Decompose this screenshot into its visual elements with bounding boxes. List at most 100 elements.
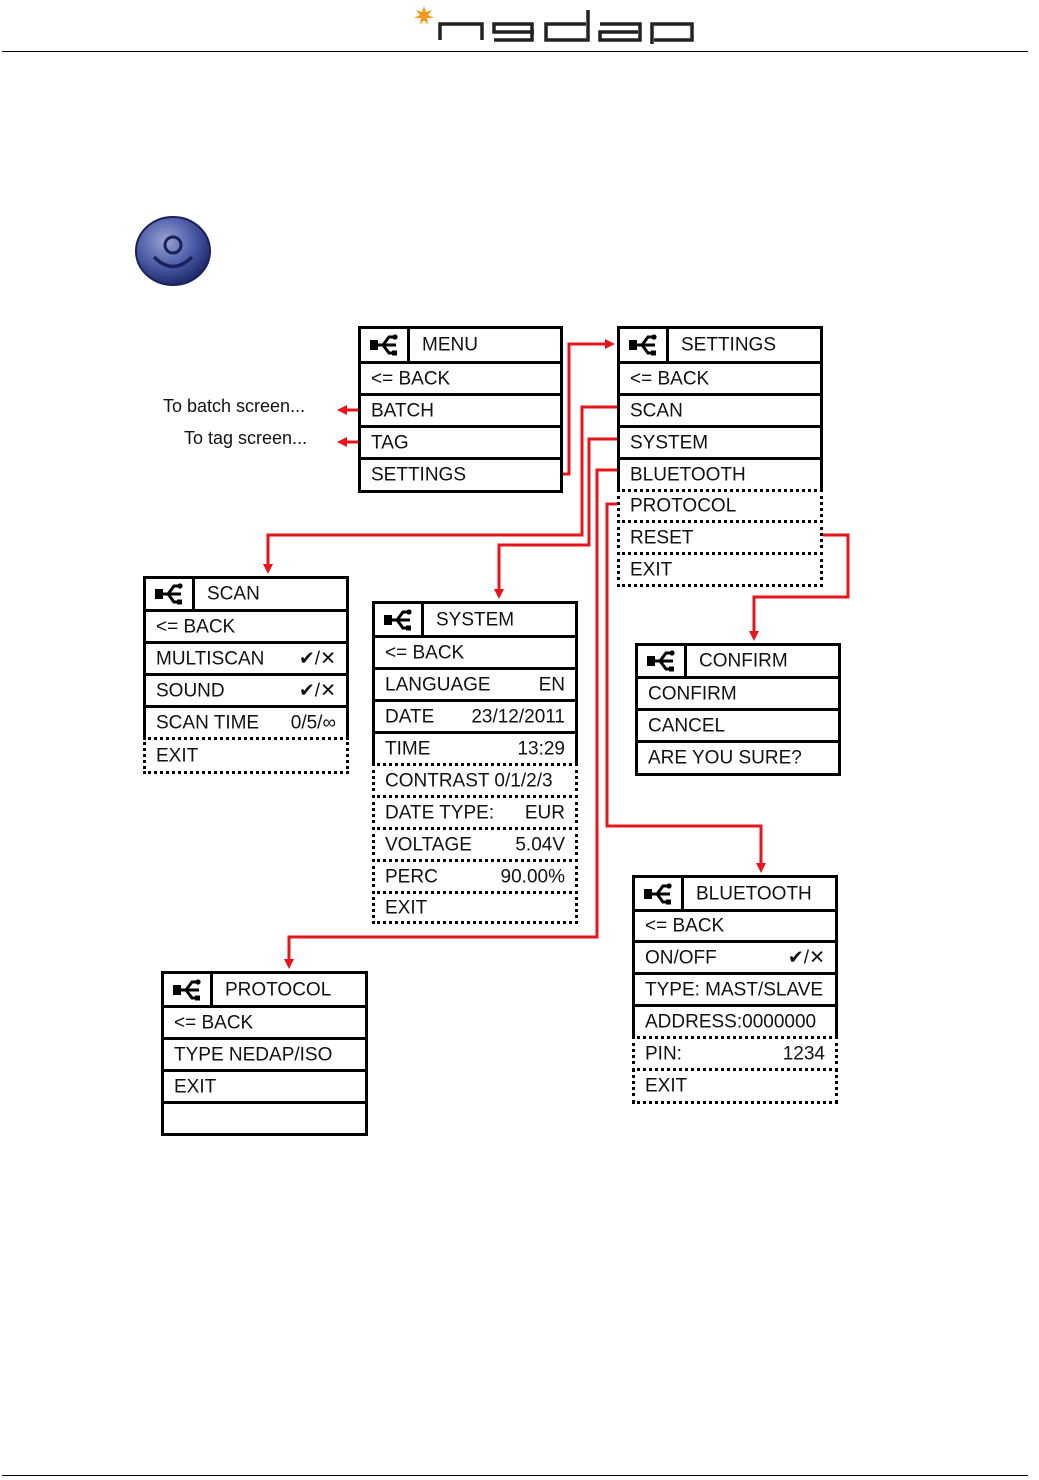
- system-menu-item[interactable]: <= BACK: [372, 635, 578, 670]
- menu-item-label: VOLTAGE: [385, 834, 472, 855]
- nedap-logo: nedap: [410, 2, 700, 46]
- usb-trident-icon: [638, 646, 687, 676]
- menu-menu-item[interactable]: SETTINGS: [358, 457, 563, 493]
- menu-item-label: SOUND: [156, 680, 225, 701]
- usb-trident-icon: [375, 604, 424, 635]
- menu-item-label: TYPE NEDAP/ISO: [174, 1044, 333, 1065]
- menu-item-label: MULTISCAN: [156, 648, 265, 669]
- settings-menu-item[interactable]: <= BACK: [617, 361, 823, 396]
- menu-menu-item[interactable]: BATCH: [358, 393, 563, 428]
- scan-title: SCAN: [207, 583, 260, 605]
- dial-button-icon: [134, 214, 212, 286]
- usb-trident-icon: [146, 579, 195, 609]
- system-menu-item[interactable]: VOLTAGE 5.04V: [372, 827, 578, 862]
- menu-item-value: 23/12/2011: [471, 706, 565, 727]
- system-menu-item[interactable]: PERC 90.00%: [372, 859, 578, 894]
- menu-item-label: SCAN: [630, 400, 683, 421]
- scan-menu-item[interactable]: SOUND ✔/✕: [143, 673, 349, 708]
- usb-trident-icon: [361, 329, 410, 361]
- usb-trident-icon: [620, 329, 669, 361]
- protocol-menu-item[interactable]: TYPE NEDAP/ISO: [161, 1037, 368, 1072]
- menu-item-label: ON/OFF: [645, 947, 717, 968]
- menu-item-value: 5.04V: [515, 834, 565, 855]
- menu-item-label: EXIT: [385, 897, 428, 918]
- protocol-menu-item[interactable]: EXIT: [161, 1069, 368, 1104]
- usb-trident-icon: [635, 878, 684, 909]
- menu-item-label: <= BACK: [645, 915, 725, 937]
- confirm-menu-item[interactable]: CONFIRM: [635, 676, 841, 711]
- menu-item-label: DATE: [385, 706, 435, 727]
- menu-menu-item[interactable]: TAG: [358, 425, 563, 460]
- protocol-screen: PROTOCOL<= BACK TYPE NEDAP/ISO EXIT: [161, 971, 368, 1136]
- menu-menu-item[interactable]: <= BACK: [358, 361, 563, 396]
- confirm-menu-item[interactable]: CANCEL: [635, 708, 841, 743]
- bluetooth-screen: BLUETOOTH <= BACK ON/OFF✔/✕ TYPE: MAST/SLAV…: [632, 875, 838, 1104]
- menu-title-bar: MENU: [358, 326, 563, 364]
- bluetooth-menu-item[interactable]: PIN:1234: [632, 1036, 838, 1071]
- menu-item-label: CONTRAST 0/1/2/3: [385, 770, 553, 791]
- settings-menu-item[interactable]: SCAN: [617, 393, 823, 428]
- menu-item-label: CANCEL: [648, 715, 726, 736]
- scan-menu-item[interactable]: MULTISCAN✔/✕: [143, 641, 349, 676]
- bluetooth-menu-item[interactable]: ON/OFF✔/✕: [632, 940, 838, 975]
- menu-item-label: EXIT: [156, 745, 199, 766]
- menu-item-label: <= BACK: [385, 642, 465, 663]
- menu-item-label: RESET: [630, 527, 694, 548]
- system-menu-item[interactable]: DATE 23/12/2011: [372, 699, 578, 734]
- logo-wordmark: [438, 10, 694, 44]
- settings-menu-item[interactable]: RESET: [617, 520, 823, 555]
- system-menu-item[interactable]: LANGUAGE EN: [372, 667, 578, 702]
- menu-item-label: TIME: [385, 738, 431, 759]
- protocol-menu-item[interactable]: <= BACK: [161, 1005, 368, 1040]
- to-tag-label: To tag screen...: [184, 428, 308, 448]
- menu-item-label: PIN:: [645, 1043, 682, 1064]
- settings-menu-item[interactable]: PROTOCOL: [617, 489, 823, 523]
- footer-divider: [2, 1475, 1028, 1476]
- menu-item-label: LANGUAGE: [385, 674, 491, 695]
- scan-menu-item[interactable]: <= BACK: [143, 609, 349, 644]
- bluetooth-title-bar: BLUETOOTH: [632, 875, 838, 912]
- bluetooth-menu-item[interactable]: EXIT: [632, 1068, 838, 1104]
- bluetooth-menu-item[interactable]: <= BACK: [632, 909, 838, 943]
- menu-item-label: PROTOCOL: [630, 495, 737, 517]
- menu-item-label: SCAN TIME: [156, 712, 260, 733]
- menu-item-label: TYPE: MAST/SLAVE: [645, 979, 824, 1000]
- menu-item-label: EXIT: [174, 1076, 217, 1097]
- menu-item-label: <= BACK: [371, 368, 451, 389]
- menu-item-label: <= BACK: [630, 368, 710, 389]
- menu-item-label: SETTINGS: [371, 464, 467, 486]
- menu-item-label: ADDRESS:0000000: [645, 1011, 817, 1032]
- system-menu-item[interactable]: EXIT: [372, 891, 578, 924]
- bluetooth-menu-item[interactable]: TYPE: MAST/SLAVE: [632, 972, 838, 1007]
- menu-item-label: ARE YOU SURE?: [648, 747, 802, 769]
- menu-item-value: EN: [538, 674, 565, 695]
- settings-menu-item[interactable]: BLUETOOTH: [617, 457, 823, 492]
- scan-menu-item[interactable]: EXIT: [143, 737, 349, 774]
- menu-item-value: ✔/✕: [298, 680, 336, 701]
- menu-item-label: DATE TYPE:: [385, 802, 495, 823]
- menu-item-value: 90.00%: [500, 866, 565, 887]
- settings-menu-item[interactable]: SYSTEM: [617, 425, 823, 460]
- menu-item-label: PERC: [385, 866, 438, 887]
- menu-item-label: BATCH: [371, 400, 434, 421]
- confirm-title-bar: CONFIRM: [635, 643, 841, 679]
- system-menu-item[interactable]: DATE TYPE: EUR: [372, 795, 578, 830]
- bluetooth-title: BLUETOOTH: [696, 883, 812, 904]
- system-menu-item[interactable]: CONTRAST 0/1/2/3: [372, 763, 578, 798]
- settings-title: SETTINGS: [681, 334, 777, 356]
- bluetooth-menu-item[interactable]: ADDRESS:0000000: [632, 1004, 838, 1039]
- confirm-menu-item[interactable]: ARE YOU SURE?: [635, 740, 841, 776]
- menu-item-label: EXIT: [630, 559, 673, 580]
- settings-menu-item[interactable]: EXIT: [617, 552, 823, 587]
- settings-title-bar: SETTINGS: [617, 326, 823, 364]
- header-divider: [2, 51, 1028, 52]
- menu-item-value: EUR: [524, 802, 565, 823]
- confirm-title: CONFIRM: [699, 650, 788, 672]
- protocol-title-bar: PROTOCOL: [161, 971, 368, 1008]
- protocol-menu-item[interactable]: [161, 1101, 368, 1136]
- confirm-screen: CONFIRM CONFIRM CANCEL ARE YOU SURE?: [635, 643, 841, 776]
